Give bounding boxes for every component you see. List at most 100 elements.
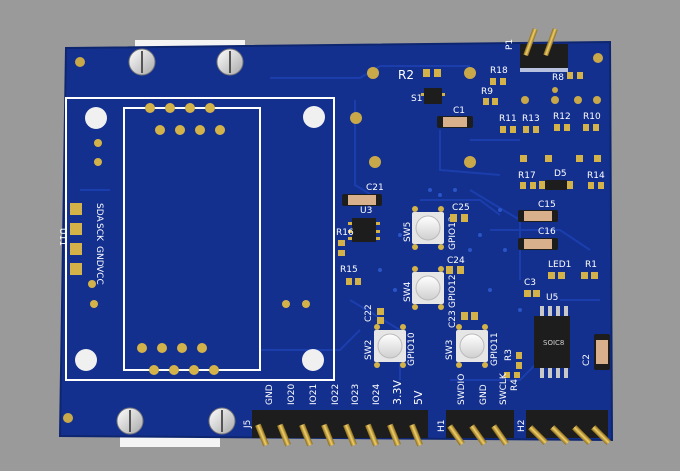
corner-vias <box>63 53 603 423</box>
d5-diode <box>520 180 604 190</box>
sw3-button[interactable] <box>456 324 488 368</box>
j5-pin-io21: IO21 <box>309 384 319 405</box>
screw <box>208 407 236 435</box>
r16-resistor <box>338 240 345 256</box>
r8-resistor <box>567 72 583 79</box>
r12-label: R12 <box>553 112 571 122</box>
screw <box>216 48 244 76</box>
sw2-button[interactable] <box>374 324 406 368</box>
screws <box>116 48 244 435</box>
c22-capacitor <box>377 308 384 324</box>
h1-label: H1 <box>437 420 447 433</box>
c1-label: C1 <box>453 106 465 116</box>
r18-resistor <box>490 78 506 85</box>
c1-capacitor <box>437 116 473 128</box>
r13-label: R13 <box>522 114 540 124</box>
c21-label: C21 <box>366 183 384 193</box>
r2-label: R2 <box>398 68 414 82</box>
resistor-row <box>500 124 601 162</box>
h2-label: H2 <box>517 420 527 433</box>
header-h2 <box>526 410 611 445</box>
r1-resistor <box>581 272 598 279</box>
u11-label: U11 <box>57 228 67 246</box>
r16-label: R16 <box>336 228 354 238</box>
gpio13-label: GPIO13 <box>448 216 458 250</box>
c21-capacitor <box>342 194 382 206</box>
gpio10-label: GPIO10 <box>407 332 417 366</box>
r8-label: R8 <box>552 73 564 83</box>
gpio12-label: GPIO12 <box>448 274 458 308</box>
gpio11-label: GPIO11 <box>490 332 500 366</box>
s1-label: S1 <box>411 94 422 104</box>
display-header-top <box>145 103 225 135</box>
top-vias <box>350 67 601 168</box>
j5-pin-io23: IO23 <box>351 384 361 405</box>
header-p1: P1 <box>505 28 568 72</box>
c23-label: C23 <box>448 310 458 328</box>
r18-label: R18 <box>490 66 508 76</box>
c23-capacitor <box>461 312 478 320</box>
u5-label: U5 <box>546 293 558 303</box>
r10-label: R10 <box>583 112 601 122</box>
sw4-label: SW4 <box>403 281 413 302</box>
r3-label: R3 <box>504 349 514 361</box>
r15-label: R15 <box>340 265 358 275</box>
scattered-vias <box>378 188 522 312</box>
j5-pin-3v3: 3.3V <box>391 380 404 405</box>
screw <box>128 48 156 76</box>
r11-label: R11 <box>499 114 517 124</box>
j5-label: J5 <box>243 420 253 429</box>
led1-label: LED1 <box>548 260 571 270</box>
j5-pin-io20: IO20 <box>287 384 297 405</box>
r2-resistor <box>423 69 441 77</box>
r15-resistor <box>346 278 361 285</box>
soic8-label: SOIC8 <box>543 339 564 347</box>
c15-label: C15 <box>538 200 556 210</box>
vcc-label: VCC <box>94 266 104 285</box>
sda-label: SDA <box>94 203 104 222</box>
c22-label: C22 <box>364 304 374 322</box>
j5-pin-io22: IO22 <box>331 384 341 405</box>
copper-traces <box>80 65 600 381</box>
h1-pin-swdio: SWDIO <box>457 374 467 405</box>
sw5-button[interactable] <box>412 206 444 250</box>
c25-label: C25 <box>452 203 470 213</box>
r9-resistor <box>483 98 498 105</box>
r17-label: R17 <box>518 171 536 181</box>
h1-pin-gnd: GND <box>479 384 489 405</box>
sck-label: SCK <box>94 223 104 242</box>
c24-capacitor <box>446 266 464 274</box>
c2-label: C2 <box>582 354 592 366</box>
gnd-oled-label: GND <box>94 246 104 267</box>
c25-capacitor <box>450 214 468 222</box>
mounting-holes <box>75 106 325 371</box>
p1-label: P1 <box>505 39 515 50</box>
oled-connector-u11: U11 SDA SCK GND VCC <box>57 203 104 285</box>
r4-label: R4 <box>510 379 520 391</box>
r1-label: R1 <box>585 260 597 270</box>
c3-label: C3 <box>524 278 536 288</box>
u3-chip <box>348 218 380 242</box>
led1 <box>548 272 565 279</box>
c3-capacitor <box>524 290 540 297</box>
c24-label: C24 <box>447 256 465 266</box>
r9-label: R9 <box>481 87 493 97</box>
j5-pin-5v: 5V <box>412 390 425 405</box>
u3-label: U3 <box>360 206 372 216</box>
oled-module-outline <box>65 97 335 381</box>
misc-pads <box>88 139 310 308</box>
header-j5 <box>252 410 428 447</box>
c15-capacitor <box>518 210 558 222</box>
header-h1 <box>446 410 514 446</box>
u5-soic8-chip <box>534 306 570 378</box>
sw5-label: SW5 <box>403 222 413 242</box>
d5-label: D5 <box>554 169 567 179</box>
r3-resistor <box>516 352 522 369</box>
j5-pin-io24: IO24 <box>372 384 382 405</box>
sw3-label: SW3 <box>445 340 455 360</box>
c16-capacitor <box>518 238 558 250</box>
h1-pin-swclk: SWCLK <box>499 372 509 405</box>
sw2-label: SW2 <box>364 340 374 360</box>
sw4-button[interactable] <box>412 266 444 310</box>
